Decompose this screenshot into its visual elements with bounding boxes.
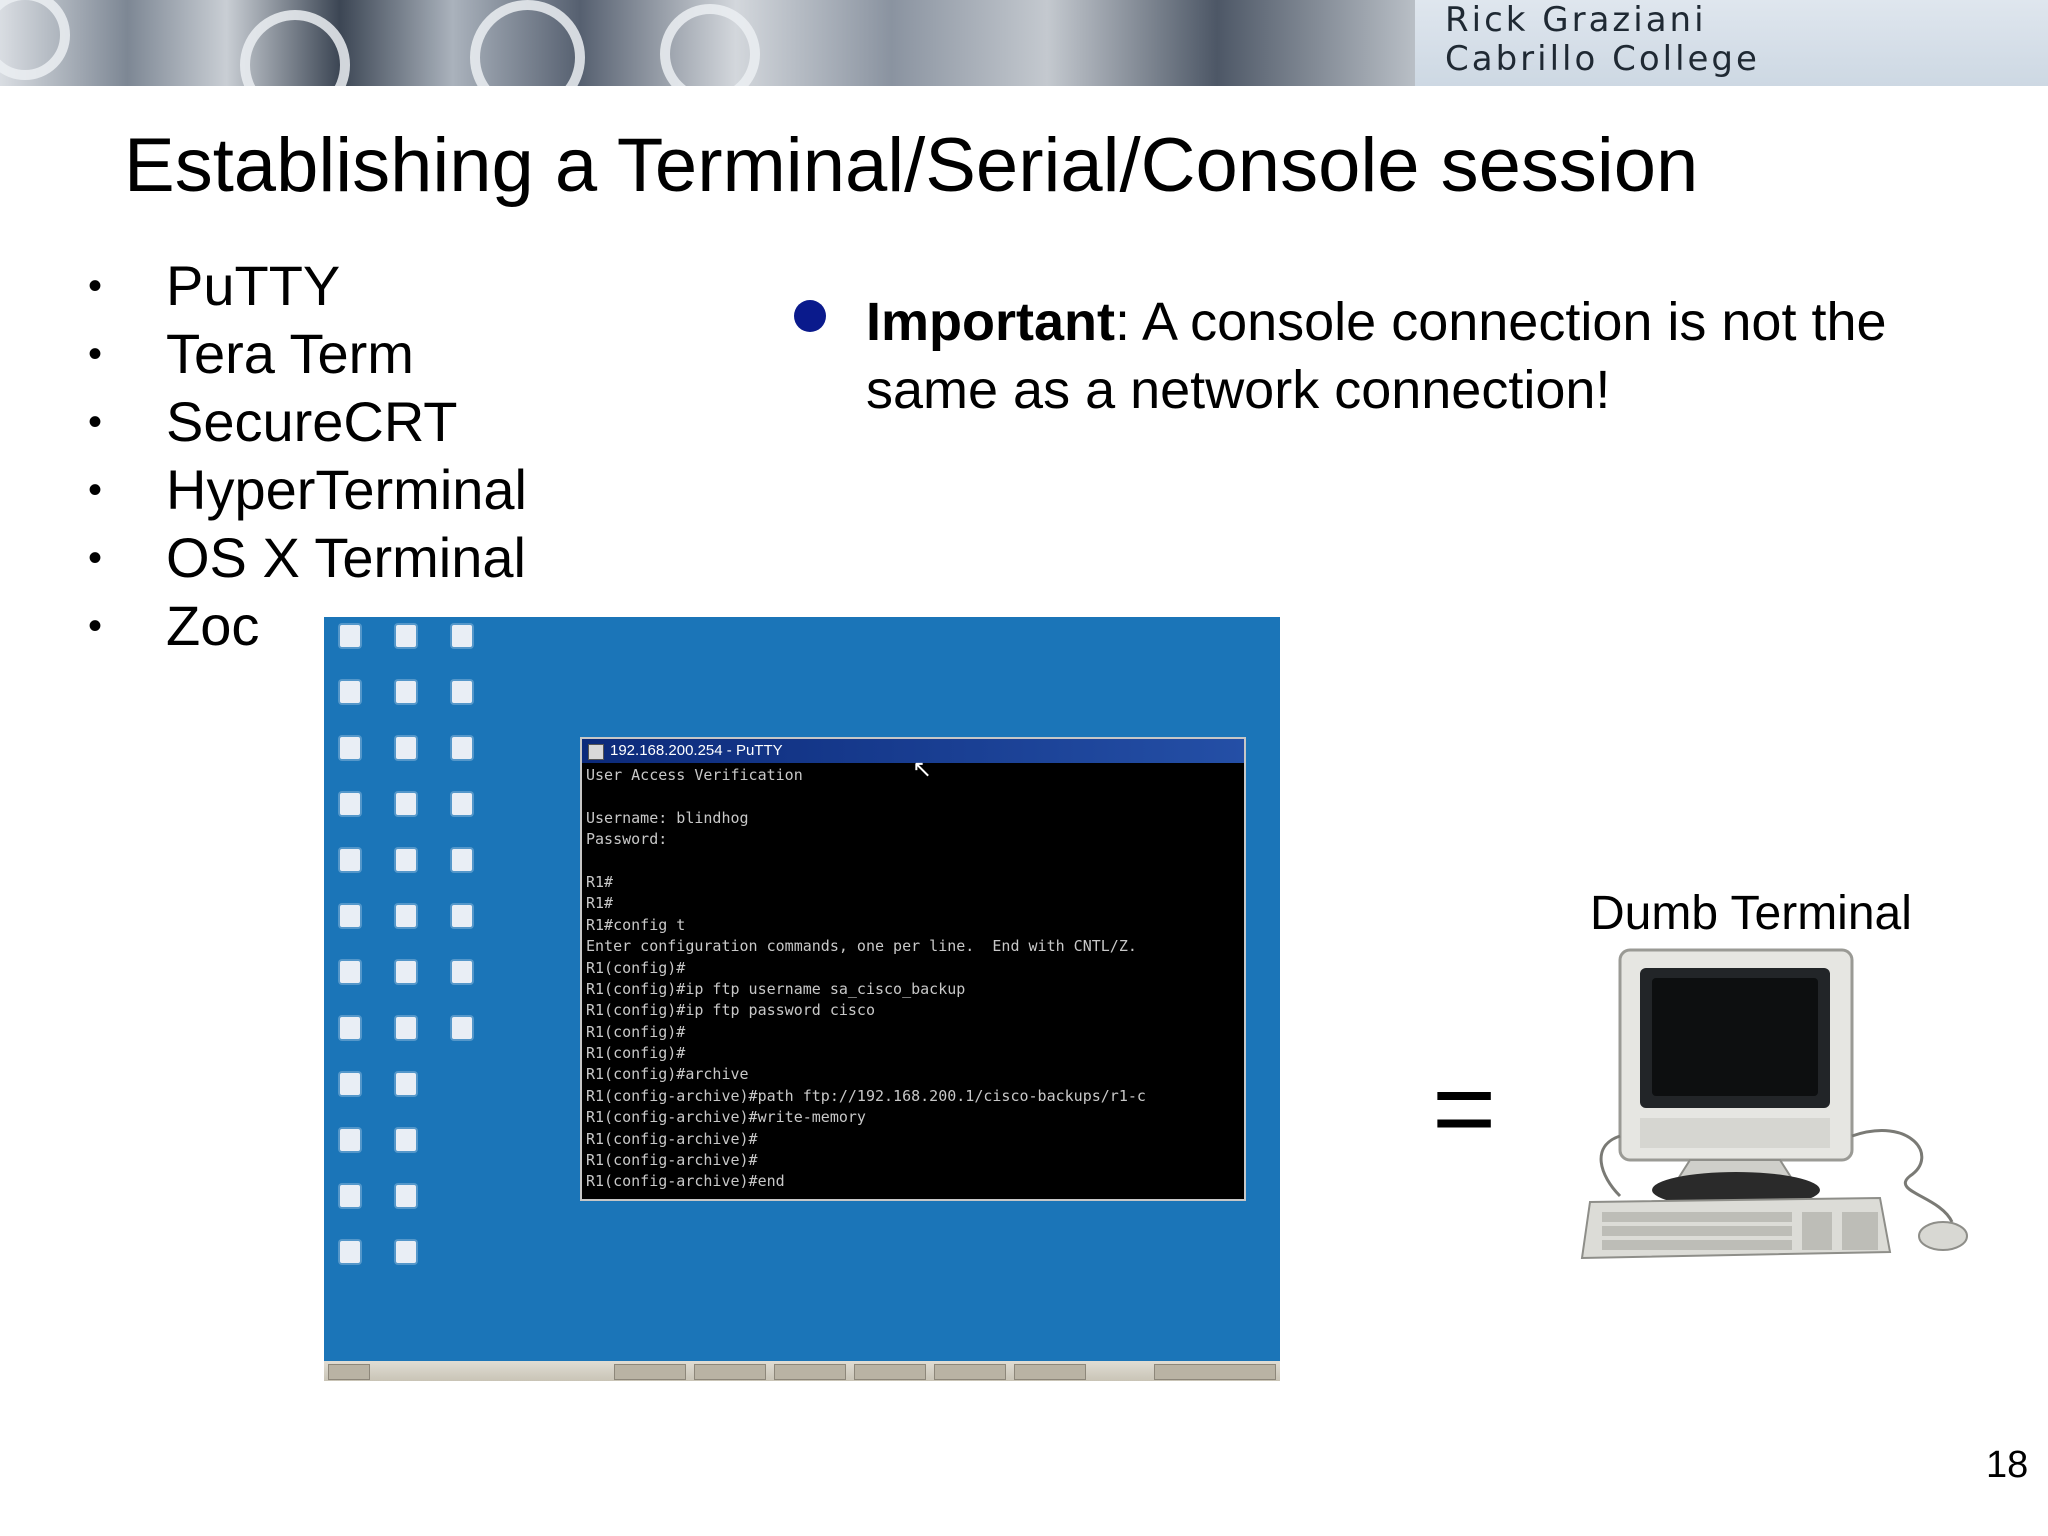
crt-terminal-icon (1580, 948, 1968, 1260)
desktop-icon[interactable] (396, 793, 416, 815)
console-line: R1(config)#ip ftp password cisco (586, 1001, 875, 1020)
desktop-icon[interactable] (340, 625, 360, 647)
desktop-icon[interactable] (396, 1185, 416, 1207)
desktop-icon[interactable] (396, 681, 416, 703)
console-line: R1(config-archive)#end (586, 1172, 785, 1191)
tool-name: Tera Term (166, 322, 414, 385)
console-line: R1(config)# (586, 1044, 686, 1063)
desktop-icon[interactable] (452, 793, 472, 815)
desktop-icon[interactable] (340, 1017, 360, 1039)
desktop-icon[interactable] (340, 1185, 360, 1207)
desktop-icon[interactable] (396, 849, 416, 871)
console-line: R1# (586, 894, 614, 913)
taskbar-button (774, 1364, 846, 1380)
console-line: R1(config-archive)# (586, 1129, 758, 1148)
console-line: R1(config-archive)#path ftp://192.168.20… (586, 1086, 1146, 1105)
desktop-icon[interactable] (452, 737, 472, 759)
console-line: Username: blindhog (586, 808, 749, 827)
institution-name: Cabrillo College (1445, 39, 1760, 79)
taskbar-button (854, 1364, 926, 1380)
tool-name: OS X Terminal (166, 526, 526, 589)
desktop-icon[interactable] (396, 1073, 416, 1095)
console-line: R1#config t (586, 915, 686, 934)
desktop-icon[interactable] (396, 1129, 416, 1151)
bullet-icon: • (88, 468, 103, 512)
desktop-icon[interactable] (452, 961, 472, 983)
desktop-icon[interactable] (396, 905, 416, 927)
console-line: R1(config)#archive (586, 1065, 749, 1084)
console-line: Password: (586, 830, 668, 849)
tool-name: SecureCRT (166, 390, 458, 453)
desktop-icon[interactable] (452, 905, 472, 927)
console-line: Enter configuration commands, one per li… (586, 937, 1137, 956)
console-line: R1(config)# (586, 958, 686, 977)
console-line: R1(config)# (586, 1022, 686, 1041)
putty-icon (588, 744, 604, 760)
desktop-icon[interactable] (340, 1073, 360, 1095)
desktop-icon[interactable] (452, 625, 472, 647)
note-body: : A console connection is not the same a… (866, 292, 1887, 420)
gear-icon (240, 10, 350, 86)
desktop-icon[interactable] (452, 681, 472, 703)
desktop-icon[interactable] (340, 961, 360, 983)
gear-icon (660, 4, 760, 86)
taskbar-button (694, 1364, 766, 1380)
author-name: Rick Graziani (1445, 0, 1707, 40)
note-bold: Important (866, 292, 1115, 352)
taskbar (324, 1361, 1280, 1381)
page-number: 18 (1986, 1444, 2029, 1486)
desktop-icon[interactable] (396, 625, 416, 647)
desktop-icon[interactable] (340, 737, 360, 759)
gears-graphic (0, 0, 1415, 86)
bullet-icon: • (88, 400, 103, 444)
system-tray (1154, 1364, 1276, 1380)
mouse-cursor-icon: ↖ (912, 756, 933, 783)
desktop-icon[interactable] (452, 1017, 472, 1039)
desktop-screenshot: 192.168.200.254 - PuTTY User Access Veri… (324, 617, 1280, 1381)
gear-icon (0, 0, 70, 80)
bullet-dot-icon (794, 300, 826, 332)
desktop-icon[interactable] (340, 681, 360, 703)
putty-titlebar: 192.168.200.254 - PuTTY (582, 739, 1244, 763)
taskbar-button (614, 1364, 686, 1380)
desktop-icon[interactable] (340, 1241, 360, 1263)
console-line (586, 851, 1240, 872)
console-line (586, 786, 1240, 807)
slide-title: Establishing a Terminal/Serial/Console s… (124, 123, 1699, 208)
taskbar-button (934, 1364, 1006, 1380)
header-banner: Rick Graziani Cabrillo College (0, 0, 2048, 86)
dumb-terminal-label: Dumb Terminal (1590, 887, 1912, 940)
putty-title: 192.168.200.254 - PuTTY (610, 742, 783, 759)
console-line: User Access Verification (586, 766, 803, 784)
desktop-icon[interactable] (340, 905, 360, 927)
start-button (328, 1364, 370, 1380)
console-line: R1(config-archive)# (586, 1151, 758, 1170)
tool-name: HyperTerminal (166, 458, 527, 521)
bullet-icon: • (88, 604, 103, 648)
taskbar-button (1014, 1364, 1086, 1380)
desktop-icon[interactable] (396, 1241, 416, 1263)
desktop-icon[interactable] (340, 849, 360, 871)
tool-name: PuTTY (166, 254, 341, 317)
desktop-icon[interactable] (396, 737, 416, 759)
desktop-icon[interactable] (396, 961, 416, 983)
desktop-icon[interactable] (396, 1017, 416, 1039)
equals-sign: = (1432, 1047, 1497, 1170)
putty-window: 192.168.200.254 - PuTTY User Access Veri… (580, 737, 1246, 1201)
note-text: Important: A console connection is not t… (866, 288, 1926, 424)
console-line: R1# (586, 872, 614, 891)
console-line: R1(config-archive)#write-memory (586, 1108, 866, 1127)
desktop-icon[interactable] (340, 793, 360, 815)
desktop-icon[interactable] (340, 1129, 360, 1151)
bullet-icon: • (88, 536, 103, 580)
bullet-icon: • (88, 264, 103, 308)
tool-name: Zoc (166, 594, 260, 657)
bullet-icon: • (88, 332, 103, 376)
desktop-icon[interactable] (452, 849, 472, 871)
author-block: Rick Graziani Cabrillo College (1415, 0, 2048, 86)
gear-icon (470, 0, 585, 86)
console-line: R1(config)#ip ftp username sa_cisco_back… (586, 979, 966, 998)
